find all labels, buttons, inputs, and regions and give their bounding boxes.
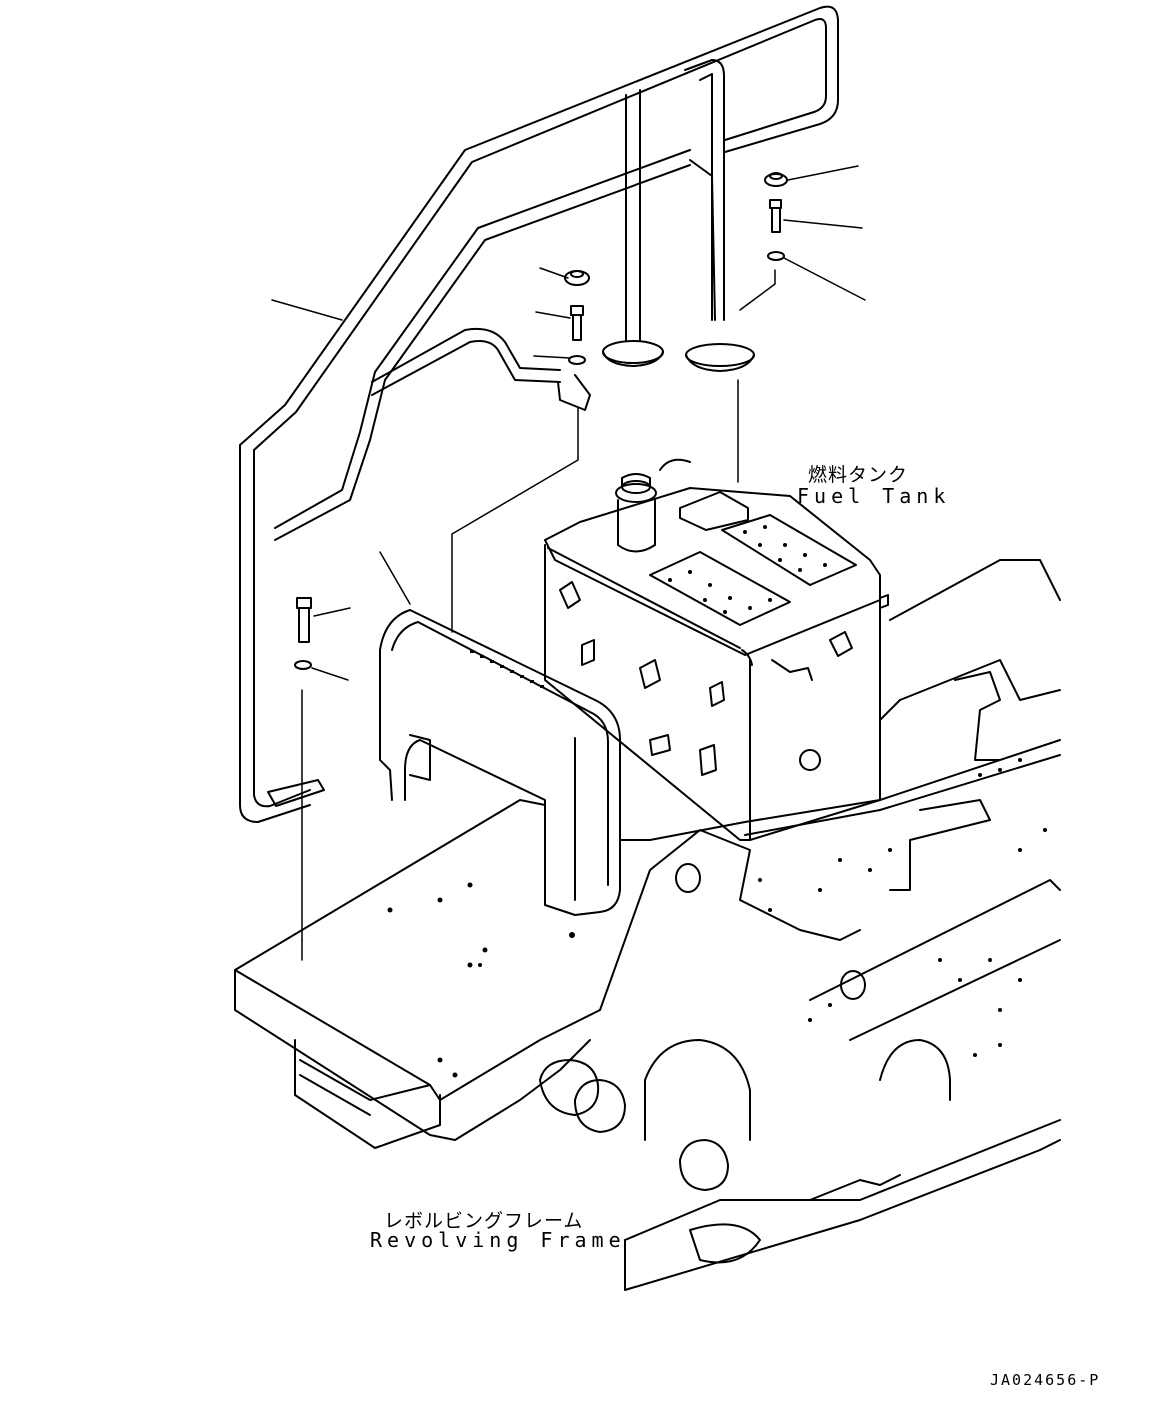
handrail <box>239 5 839 823</box>
fuel-tank-label-jp: 燃料タンク <box>808 464 909 486</box>
counterweight <box>379 609 621 916</box>
leader-lines <box>271 165 866 941</box>
fasteners <box>294 172 788 670</box>
fuel-tank-label-en: Fuel Tank <box>797 484 951 508</box>
revolving-frame-label-jp: レボルビングフレーム <box>384 1210 584 1232</box>
revolving-frame <box>234 559 1061 1291</box>
fuel-tank <box>544 458 889 841</box>
drawing-code: JA024656-P <box>990 1371 1101 1389</box>
revolving-frame-label-en: Revolving Frame <box>370 1228 626 1252</box>
